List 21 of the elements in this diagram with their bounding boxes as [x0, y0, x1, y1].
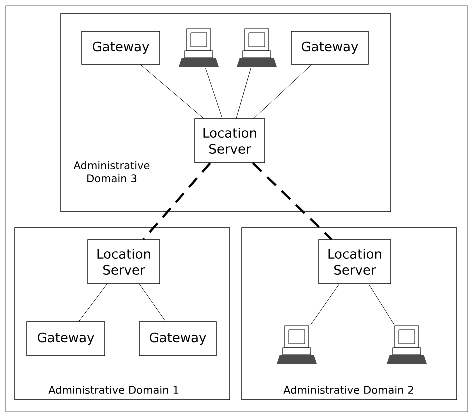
connector-line [368, 284, 395, 326]
computer-icon [179, 28, 219, 67]
server-box: Location Server [88, 240, 160, 284]
computer-icon [277, 326, 317, 364]
connector-line [310, 284, 340, 326]
gateway-box: Gateway [291, 31, 369, 65]
server-box: Location Server [194, 118, 266, 164]
connector-line [205, 68, 223, 119]
gateway-box: Gateway [26, 322, 106, 356]
connector-line [254, 64, 312, 119]
connector-line [142, 162, 212, 240]
server-box: Location Server [318, 240, 392, 284]
computer-icon [237, 28, 277, 67]
connector-line [236, 68, 252, 119]
gateway-box: Gateway [139, 322, 217, 356]
connector-line [139, 284, 166, 322]
connector-line [78, 284, 108, 322]
gateway-box: Gateway [82, 31, 160, 65]
computer-icon [387, 326, 427, 364]
connector-line [252, 162, 333, 240]
connector-line [140, 64, 204, 119]
